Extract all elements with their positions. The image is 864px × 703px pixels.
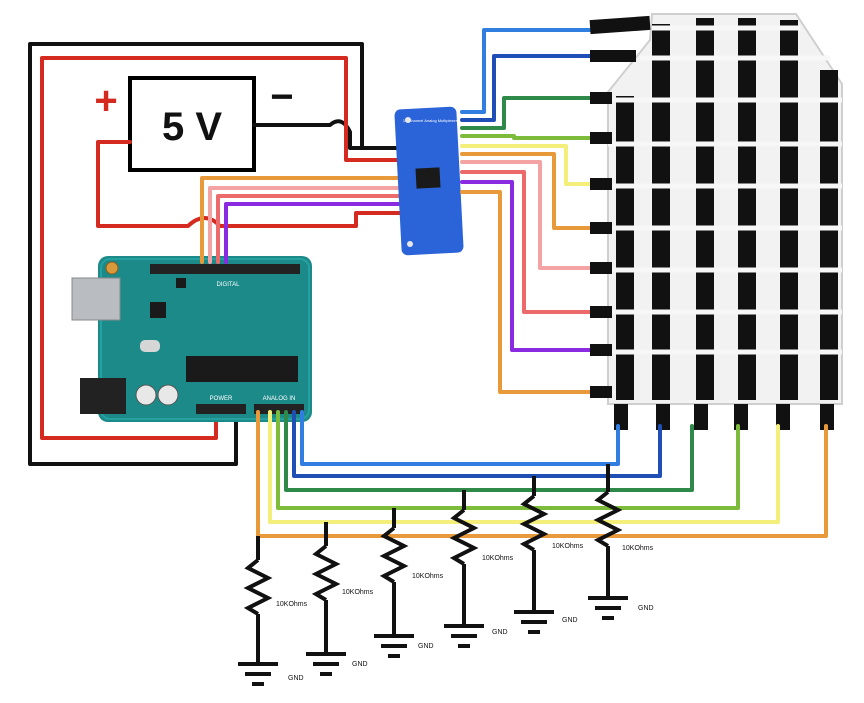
multiplexer-board: 16 Channel Analog Multiplexer — [394, 106, 464, 256]
red-supply-wire — [96, 140, 402, 228]
matrix-column-tabs — [614, 404, 834, 430]
control-wire-purple — [224, 202, 402, 264]
control-wire-salmon — [216, 194, 402, 264]
arduino-power-label: POWER — [210, 396, 233, 402]
mux-chip — [415, 167, 441, 189]
column-wire-dark-blue — [292, 410, 662, 478]
ground-5-label: GND — [562, 617, 578, 624]
ground-6-label: GND — [638, 605, 654, 612]
resistor-1-value: 10KOhms — [276, 601, 308, 608]
power-supply: 5 V + − — [94, 75, 294, 172]
column-wire-lime — [276, 410, 740, 510]
mux-wire-orange — [460, 152, 594, 230]
usb-port — [71, 277, 121, 321]
mux-board-title: 16 Channel Analog Multiplexer — [403, 118, 458, 123]
arduino-analog-label: ANALOG IN — [263, 396, 296, 402]
matrix-row-lines — [608, 25, 842, 355]
sensor-matrix — [589, 13, 843, 430]
resistor-ground-3: 10KOhms GND — [374, 508, 444, 658]
resistor-5-value: 10KOhms — [552, 543, 584, 550]
resistor-2-value: 10KOhms — [342, 589, 374, 596]
positive-terminal-sign: + — [94, 79, 117, 123]
resistor-ground-1: 10KOhms GND — [238, 536, 308, 686]
mux-wire-purple — [460, 180, 594, 352]
negative-terminal-sign: − — [270, 75, 293, 119]
column-wire-blue — [300, 410, 620, 466]
arduino-board: DIGITAL POWER ANALOG IN — [71, 256, 312, 422]
mux-wire-blue — [460, 28, 592, 114]
matrix-column-strips — [616, 18, 838, 400]
dc-power-jack — [80, 378, 126, 414]
resistor-4-value: 10KOhms — [482, 555, 514, 562]
resistor-ground-2: 10KOhms GND — [306, 522, 374, 676]
mux-wire-dark-blue — [460, 54, 592, 122]
mux-wire-pink — [460, 160, 594, 270]
reset-button — [105, 261, 119, 275]
arduino-digital-label: DIGITAL — [217, 282, 241, 288]
mux-wire-yellow — [460, 144, 594, 186]
matrix-row-tabs — [589, 15, 651, 398]
mux-wire-orange-lower — [460, 190, 594, 394]
microcontroller-chip — [186, 356, 298, 382]
power-header — [196, 404, 246, 414]
mux-wire-green — [460, 96, 594, 130]
ground-2-label: GND — [352, 661, 368, 668]
control-wires — [200, 176, 402, 264]
resistor-6-value: 10KOhms — [622, 545, 654, 552]
analog-header — [254, 404, 304, 414]
red-vcc-wire — [40, 56, 402, 440]
power-wires — [28, 42, 402, 466]
ground-1-label: GND — [288, 675, 304, 682]
resistor-ground-4: 10KOhms GND — [444, 490, 514, 648]
black-supply-wire — [252, 119, 402, 150]
control-wire-orange — [200, 176, 402, 264]
resistor-ground-6: 10KOhms GND — [588, 464, 654, 620]
ground-3-label: GND — [418, 643, 434, 650]
power-supply-voltage-label: 5 V — [162, 105, 222, 149]
analog-input-wires — [256, 410, 828, 538]
column-wire-green — [284, 410, 694, 492]
control-wire-pink — [208, 186, 402, 264]
mux-wire-salmon — [460, 170, 594, 314]
resistor-ground-5: 10KOhms GND — [514, 476, 584, 634]
resistor-3-value: 10KOhms — [412, 573, 444, 580]
digital-header — [150, 264, 300, 274]
mux-wire-lime — [460, 134, 592, 140]
mux-output-wires — [460, 28, 594, 394]
ground-4-label: GND — [492, 629, 508, 636]
